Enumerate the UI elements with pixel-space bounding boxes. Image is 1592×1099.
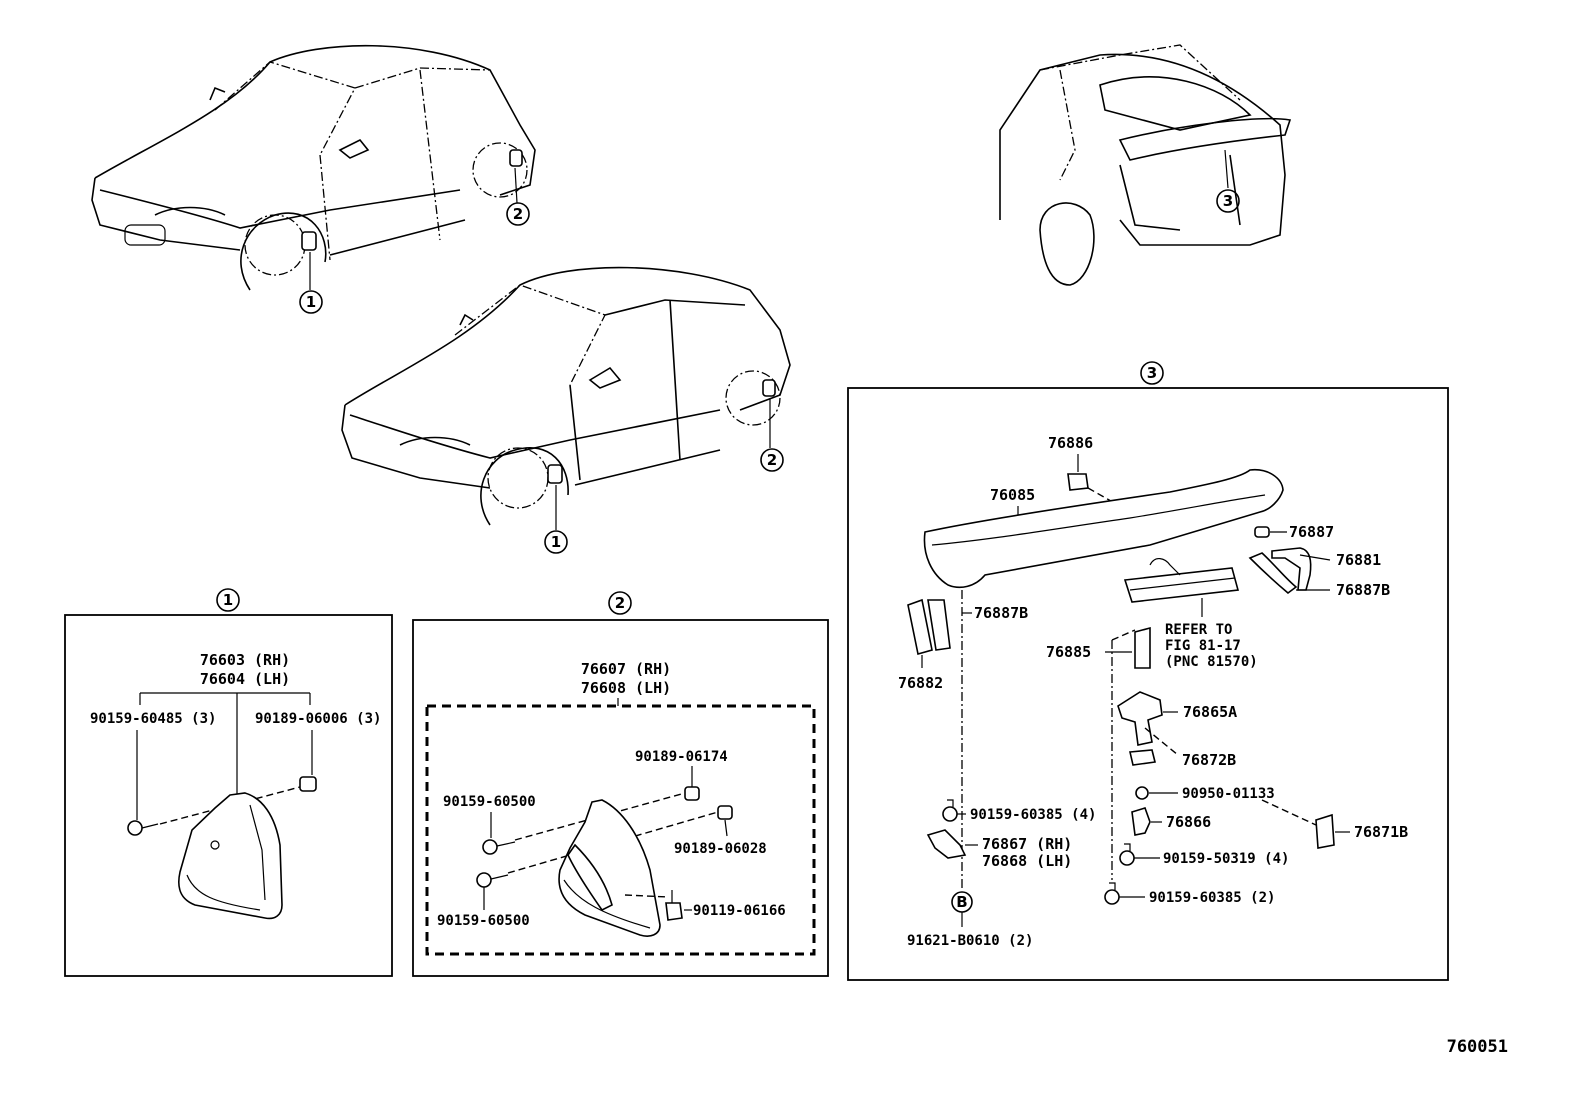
clip-76866: [1131, 807, 1151, 836]
car-sedan-illustration: [341, 266, 791, 530]
label-90159-60500-a: 90159-60500: [443, 794, 536, 810]
label-90119-06166: 90119-06166: [693, 903, 786, 919]
label-refer-3: (PNC 81570): [1165, 654, 1258, 670]
label-76604: 76604 (LH): [200, 670, 290, 688]
mudguard-part: [178, 792, 283, 920]
gasket-76872b: [1129, 749, 1156, 766]
label-76868: 76868 (LH): [982, 852, 1072, 870]
car-coupe-illustration: [91, 44, 536, 291]
screw-90159-60385-2: [1104, 882, 1120, 905]
screw-part-b: [476, 872, 509, 888]
label-76886: 76886: [1048, 434, 1093, 452]
label-76887b-r: 76887B: [1336, 581, 1390, 599]
screw-90159-60385-4: [942, 799, 958, 822]
bracket-76886: [1067, 473, 1089, 491]
panel-1: 1 76603 (RH) 76604 (LH) 90159-60485 (3) …: [64, 588, 393, 977]
label-76607: 76607 (RH): [581, 660, 671, 678]
label-refer-2: FIG 81-17: [1165, 638, 1241, 654]
label-76603: 76603 (RH): [200, 651, 290, 669]
label-90950-01133: 90950-01133: [1182, 786, 1275, 802]
figure-id: 760051: [1447, 1037, 1508, 1057]
svg-text:B: B: [956, 893, 967, 911]
label-76867: 76867 (RH): [982, 835, 1072, 853]
stop-lamp: [1123, 558, 1240, 603]
callout-1-coupe: 1: [299, 290, 323, 314]
bracket-76867: [926, 829, 967, 859]
bracket-76885: [1134, 626, 1151, 669]
hinge-76865a: [1117, 691, 1163, 746]
label-76866: 76866: [1166, 813, 1211, 831]
gasket-76887b-r: [1248, 552, 1298, 595]
callout-1-sedan: 1: [544, 530, 568, 554]
svg-text:3: 3: [1147, 364, 1157, 382]
gasket-76882-b: [927, 599, 951, 651]
callout-b: B: [951, 891, 973, 913]
svg-text:2: 2: [767, 451, 777, 469]
label-76887b-l: 76887B: [974, 604, 1028, 622]
gasket-76881: [1271, 547, 1312, 591]
panel-1-callout: 1: [216, 588, 240, 612]
spoiler-part: [923, 468, 1284, 589]
svg-text:2: 2: [513, 205, 523, 223]
label-76881: 76881: [1336, 551, 1381, 569]
svg-text:1: 1: [306, 293, 316, 311]
svg-text:1: 1: [223, 591, 233, 609]
svg-text:1: 1: [551, 533, 561, 551]
clip-part: [299, 776, 317, 792]
label-90159-50319: 90159-50319 (4): [1163, 851, 1289, 867]
gasket-76882-a: [907, 598, 933, 656]
screw-90159-50319: [1119, 843, 1135, 866]
label-76871b: 76871B: [1354, 823, 1408, 841]
pad-76887: [1254, 526, 1270, 538]
panel-3: 3 76886 76085 76887 76881 76887B REFER T…: [847, 361, 1449, 981]
label-76885: 76885: [1046, 643, 1091, 661]
label-91621-b0610: 91621-B0610 (2): [907, 933, 1033, 949]
bolt-part: [665, 890, 683, 921]
label-refer-1: REFER TO: [1165, 622, 1232, 638]
label-90159-60485: 90159-60485 (3): [90, 711, 216, 727]
svg-text:2: 2: [615, 594, 625, 612]
label-76608: 76608 (LH): [581, 679, 671, 697]
svg-text:3: 3: [1223, 192, 1233, 210]
nut-90950: [1135, 786, 1149, 800]
screw-part: [127, 820, 159, 836]
panel-2-callout: 2: [608, 591, 632, 615]
panel-3-callout: 3: [1140, 361, 1164, 385]
label-90159-60385-4: 90159-60385 (4): [970, 807, 1096, 823]
label-76887: 76887: [1289, 523, 1334, 541]
cover-76871b: [1315, 813, 1335, 849]
callout-2-coupe: 2: [506, 202, 530, 226]
panel-2: 2 76607 (RH) 76608 (LH) 90189-06174 9015…: [412, 591, 829, 977]
label-90189-06006: 90189-06006 (3): [255, 711, 381, 727]
screw-part-a: [482, 839, 516, 855]
callout-3-hatch: 3: [1216, 189, 1240, 213]
label-90189-06174: 90189-06174: [635, 749, 728, 765]
label-90159-60385-2: 90159-60385 (2): [1149, 890, 1275, 906]
label-76872b: 76872B: [1182, 751, 1236, 769]
mudguard-part-2: [558, 799, 661, 937]
label-76085: 76085: [990, 486, 1035, 504]
label-76882: 76882: [898, 674, 943, 692]
label-76865a: 76865A: [1183, 703, 1237, 721]
label-90189-06028: 90189-06028: [674, 841, 767, 857]
label-90159-60500-b: 90159-60500: [437, 913, 530, 929]
car-hatch-illustration: [999, 44, 1292, 286]
callout-2-sedan: 2: [760, 448, 784, 472]
